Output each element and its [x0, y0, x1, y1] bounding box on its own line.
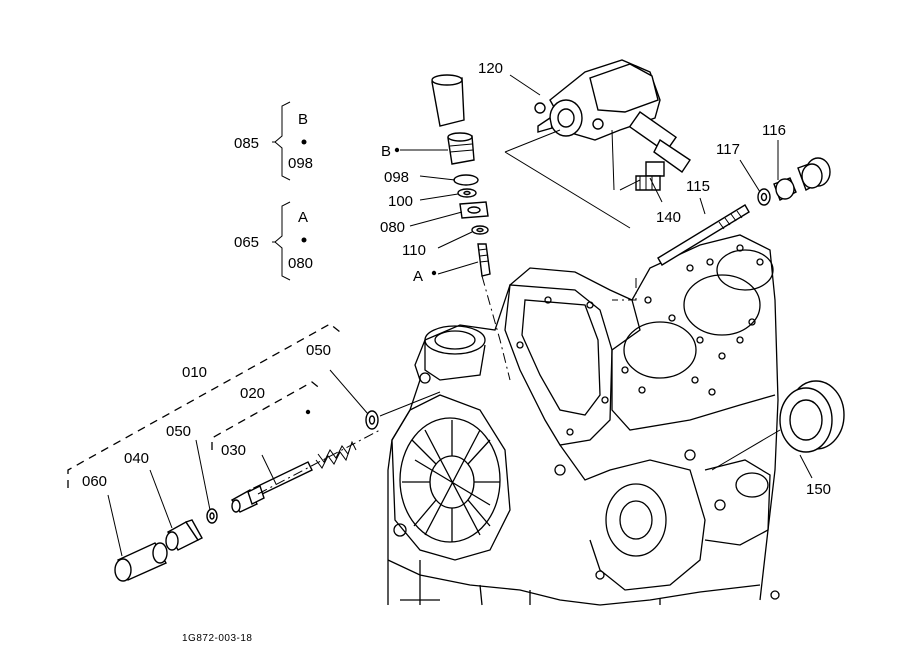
label-060: 060 — [82, 473, 107, 490]
label-150: 150 — [806, 481, 831, 498]
label-stack-080: 080 — [380, 219, 405, 236]
label-group-b-top: B — [298, 111, 308, 128]
label-stack-110: 110 — [402, 242, 426, 259]
figure-code: 1G872-003-18 — [182, 633, 253, 644]
label-040: 040 — [124, 450, 149, 467]
label-140: 140 — [656, 209, 681, 226]
label-050-upper: 050 — [306, 342, 331, 359]
engine-block — [387, 234, 780, 606]
nozzle-stack — [431, 74, 491, 277]
leader-lines — [107, 74, 813, 557]
label-050-mid: 050 — [166, 423, 191, 440]
label-group-a-bottom: 080 — [288, 255, 313, 272]
label-115: 115 — [686, 178, 710, 195]
part-labels: 120 116 117 115 140 085 B 098 065 A 080 … — [82, 60, 831, 644]
label-117: 117 — [716, 141, 740, 158]
oil-seal-ring — [779, 380, 845, 453]
label-stack-100: 100 — [388, 193, 413, 210]
label-group-a-top: A — [298, 209, 308, 226]
label-group-b-bottom: 098 — [288, 155, 313, 172]
label-030: 030 — [221, 442, 246, 459]
label-010: 010 — [182, 364, 207, 381]
label-stack-b: B — [381, 143, 391, 160]
group-brackets — [67, 101, 437, 488]
injection-pump-assembly — [534, 59, 691, 191]
label-stack-098: 098 — [384, 169, 409, 186]
label-stack-a: A — [413, 268, 423, 285]
label-085: 085 — [234, 135, 259, 152]
label-116: 116 — [762, 122, 786, 139]
label-020: 020 — [240, 385, 265, 402]
label-065: 065 — [234, 234, 259, 251]
stud-and-nut-set — [657, 157, 831, 266]
label-120: 120 — [478, 60, 503, 77]
relief-valve-assembly — [114, 391, 441, 582]
